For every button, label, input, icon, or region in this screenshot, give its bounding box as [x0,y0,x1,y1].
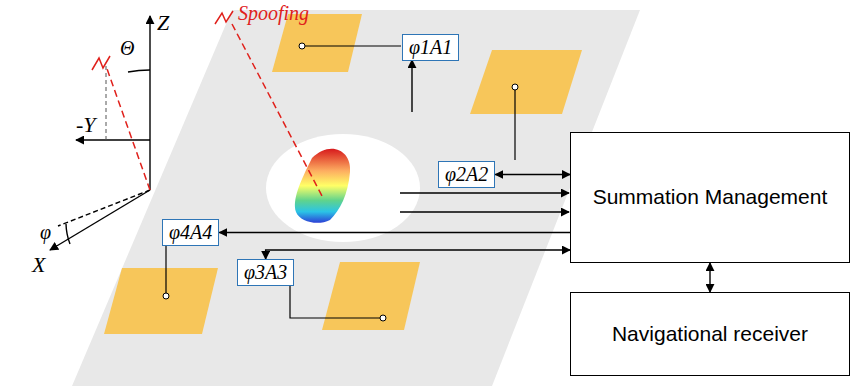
spoofing-ray [232,24,322,196]
antenna-patch [104,268,218,334]
process-box: Summation Management [570,132,850,263]
axis-label: φ [40,222,51,242]
axis-label: Z [157,12,169,34]
antenna-patch [470,50,582,114]
axis-label: -Y [76,114,96,136]
antenna-patch [322,262,420,330]
signal-label: Spoofing [238,3,309,23]
connector-arrow [495,174,570,175]
process-box: Navigational receiver [570,292,850,376]
radiation-pattern [295,149,350,223]
ground-plane [72,10,640,386]
connector-arrow [219,232,570,233]
axes [50,16,150,250]
spoofing-direction [106,66,150,190]
projection-line [106,66,107,140]
weight-label: φ1A1 [402,34,459,61]
node-text: φ3A3 [244,261,287,284]
axis-label: X [32,254,45,276]
node-text: φ1A1 [409,36,452,59]
signal-arrows [400,60,569,212]
weight-label: φ4A4 [162,219,219,246]
connector-arrow [709,263,710,292]
pattern-window [266,134,420,242]
node-text: φ2A2 [445,163,488,186]
node-text: Navigational receiver [612,320,808,348]
spoofing-symbol [215,11,233,24]
axis-label: Θ [120,38,134,58]
node-text: Summation Management [593,183,828,211]
spoofing-symbol [92,56,110,70]
leader-lines [166,46,515,318]
weight-label: φ3A3 [237,259,294,286]
connector-arrow [266,250,570,259]
feed-dots [163,43,518,321]
node-text: φ4A4 [169,221,212,244]
weight-label: φ2A2 [438,161,495,188]
